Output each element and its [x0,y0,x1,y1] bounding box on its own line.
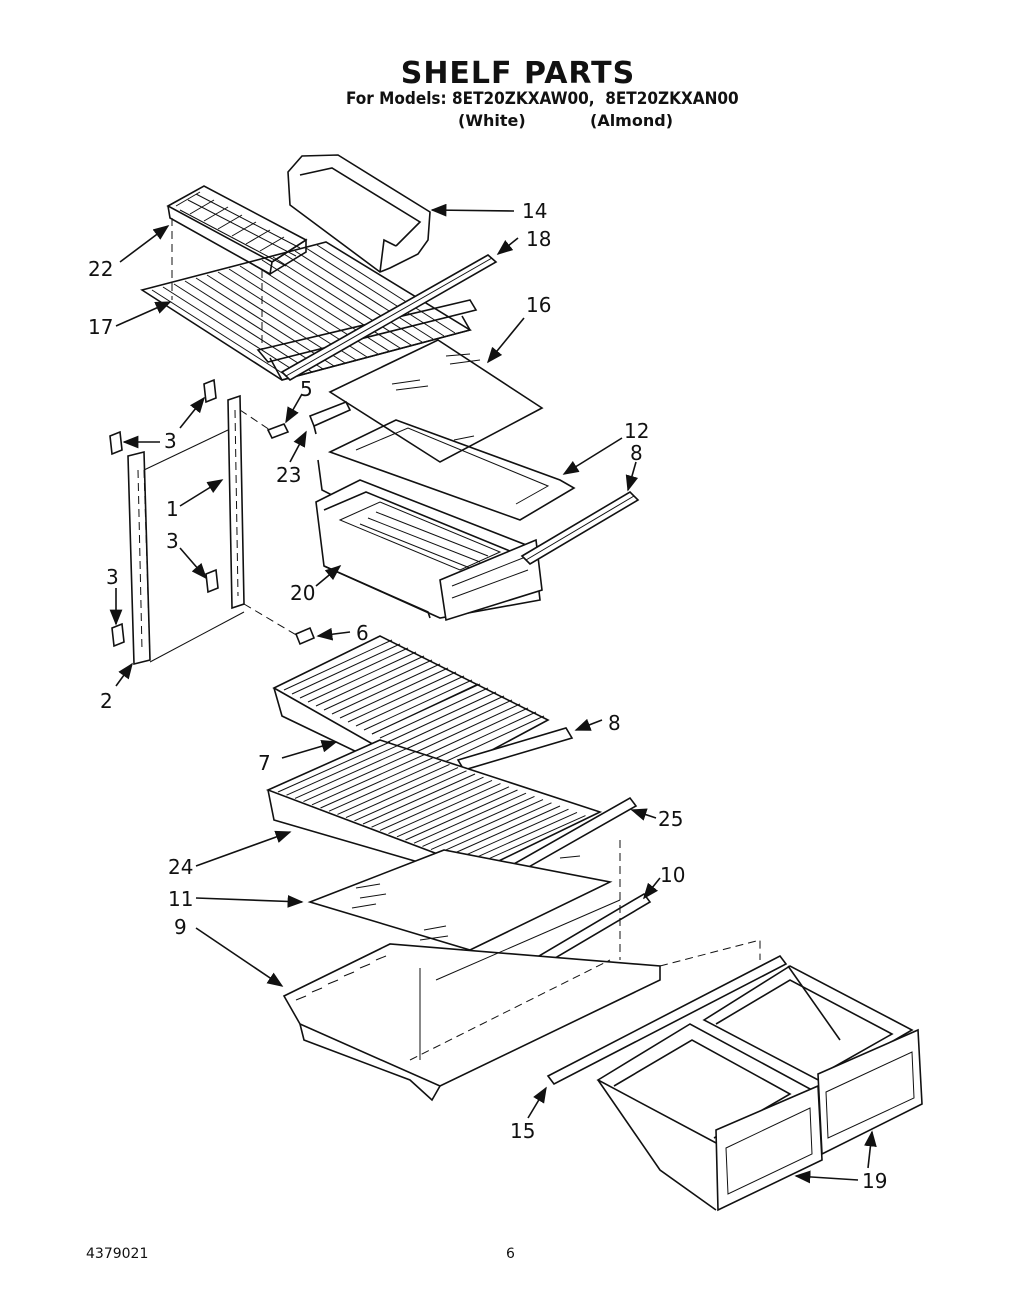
part-8-crisper-rail-upper [520,490,640,566]
part-20-meat-pan [315,479,543,622]
callout-5: 5 [300,377,313,401]
part-2-shelf-ladder-left [127,450,151,666]
callout-20: 20 [290,581,315,605]
part-9-crisper-frame [282,840,761,1102]
callout-1: 1 [166,497,179,521]
part-16-glass-shelf [328,339,544,463]
part-11-crisper-cover-glass [307,849,613,951]
callout-3a: 3 [164,429,177,453]
callout-14: 14 [522,199,547,223]
part-14-storage-bin [287,154,431,273]
callout-16: 16 [526,293,551,317]
part-23-shelf-bracket [308,400,352,435]
part-5-screw [266,422,290,440]
callout-25: 25 [658,807,683,831]
callout-12: 12 [624,419,649,443]
models-line: For Models: 8ET20ZKXAW00, 8ET20ZKXAN00 [346,89,739,109]
page-title: SHELF PARTS [400,56,636,91]
callout-17: 17 [88,315,113,339]
document-number: 4379021 [86,1246,149,1262]
callout-6: 6 [356,621,369,645]
callout-22: 22 [88,257,113,281]
callout-11: 11 [168,887,193,911]
page-number: 6 [506,1246,515,1262]
callout-23: 23 [276,463,301,487]
part-6-screw [294,626,316,646]
color-white-label: (White) [458,111,526,130]
callout-10: 10 [660,863,685,887]
callout-leaders [109,203,877,1184]
callout-labels: 14 18 22 16 17 5 3 3 23 12 8 1 3 3 20 6 … [88,199,887,1193]
part-24-shelf [265,739,603,882]
part-15-crisper-slide-rail [546,954,788,1086]
callout-7: 7 [258,751,271,775]
callout-15: 15 [510,1119,535,1143]
part-1-shelf-ladder-right [227,394,245,610]
callout-8-upper: 8 [630,441,643,465]
callout-3d: 3 [106,565,119,589]
part-18-shelf-rail [280,254,498,381]
part-22-ice-tray [166,185,308,276]
callout-9: 9 [174,915,187,939]
color-almond-label: (Almond) [590,111,673,130]
callout-19: 19 [862,1169,887,1193]
callout-24: 24 [168,855,193,879]
part-19-crisper-drawer-right [702,965,923,1156]
callout-3c: 3 [166,529,179,553]
callout-18: 18 [526,227,551,251]
part-19-crisper-drawer-left [596,1023,823,1212]
callout-2: 2 [100,689,113,713]
callout-8-lower: 8 [608,711,621,735]
part-3-clip [109,378,219,648]
